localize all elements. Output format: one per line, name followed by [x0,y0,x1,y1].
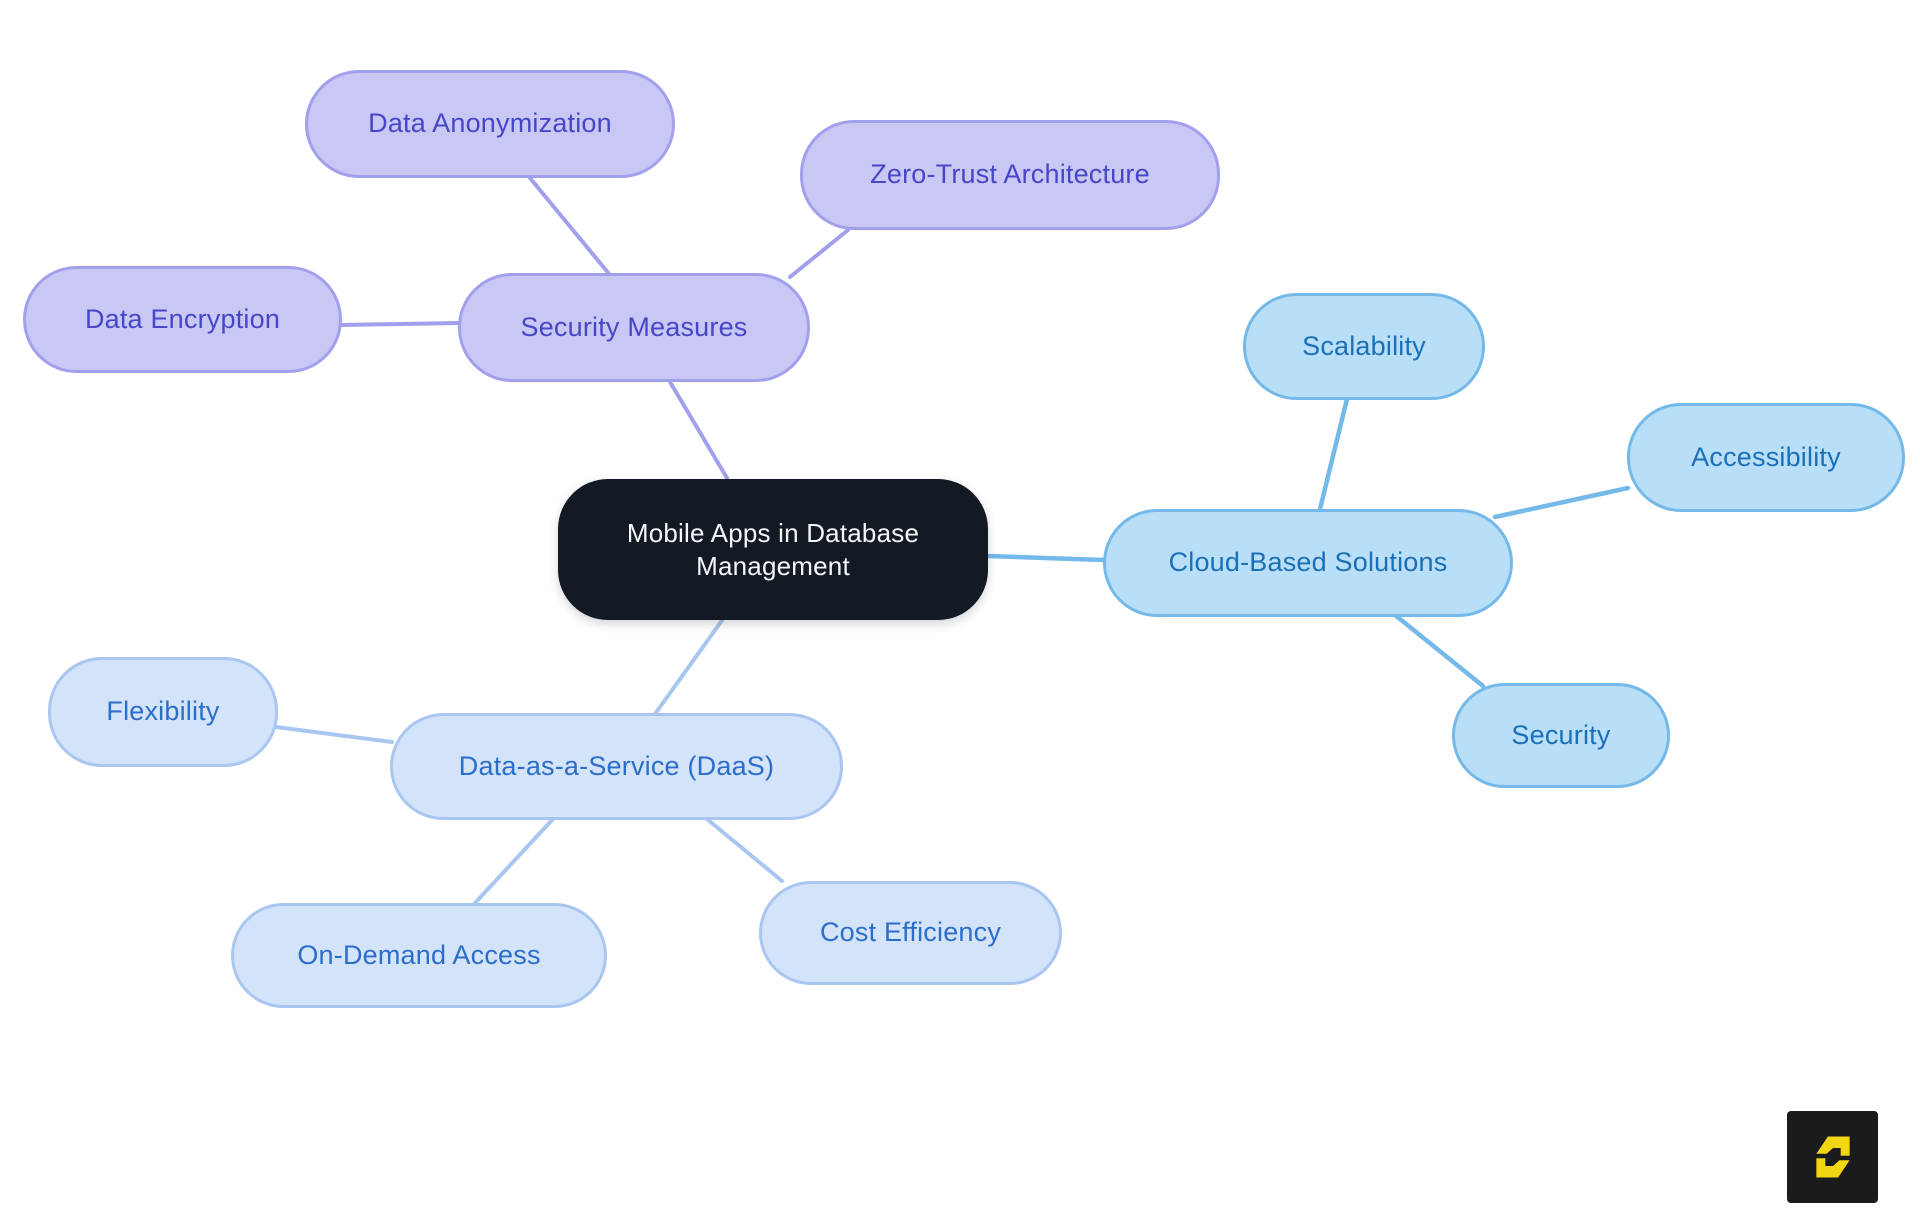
node-cloud-based-solutions[interactable]: Cloud-Based Solutions [1103,509,1513,617]
node-label: Mobile Apps in Database Management [626,518,920,581]
node-scalability[interactable]: Scalability [1243,293,1485,400]
node-label: Cloud-Based Solutions [1168,547,1448,578]
brand-logo [1787,1111,1878,1203]
node-label: Security [1511,719,1611,750]
edge-scalability-cloud-based [1317,396,1350,512]
edge-on-demand-daas [473,817,555,905]
edge-accessibility-cloud-based [1492,485,1631,520]
node-label: Data-as-a-Service (DaaS) [458,750,775,781]
edge-data-anonymization-security-measures [528,176,612,277]
node-security[interactable]: Security [1452,683,1670,788]
node-label: Accessibility [1691,441,1841,472]
edge-data-encryption-security-measures [340,321,460,327]
node-flexibility[interactable]: Flexibility [48,657,278,767]
node-security-measures[interactable]: Security Measures [458,273,810,382]
edge-cost-efficiency-daas [705,817,784,883]
edge-central-cloud-based [985,553,1106,563]
node-cost-efficiency[interactable]: Cost Efficiency [759,881,1062,985]
node-label: Cost Efficiency [819,917,1002,948]
node-label: On-Demand Access [297,939,541,970]
edge-zero-trust-security-measures [788,228,850,279]
node-accessibility[interactable]: Accessibility [1627,403,1905,512]
edge-security-measures-central [668,380,729,480]
node-label: Zero-Trust Architecture [870,159,1150,190]
node-on-demand-access[interactable]: On-Demand Access [231,903,607,1008]
edge-flexibility-daas [274,725,394,744]
node-data-anonymization[interactable]: Data Anonymization [305,70,675,178]
node-label: Flexibility [106,696,220,727]
node-central-topic[interactable]: Mobile Apps in Database Management [558,479,988,620]
edge-central-daas [653,617,725,716]
edge-security-cloud-based [1392,612,1486,689]
node-label: Data Encryption [84,303,281,334]
node-data-as-a-service[interactable]: Data-as-a-Service (DaaS) [390,713,843,820]
node-zero-trust-architecture[interactable]: Zero-Trust Architecture [800,120,1220,230]
node-label: Data Anonymization [368,108,612,139]
node-data-encryption[interactable]: Data Encryption [23,266,342,373]
node-label: Scalability [1302,330,1426,361]
node-label: Security Measures [520,311,748,342]
brand-logo-s-icon [1815,1136,1850,1178]
